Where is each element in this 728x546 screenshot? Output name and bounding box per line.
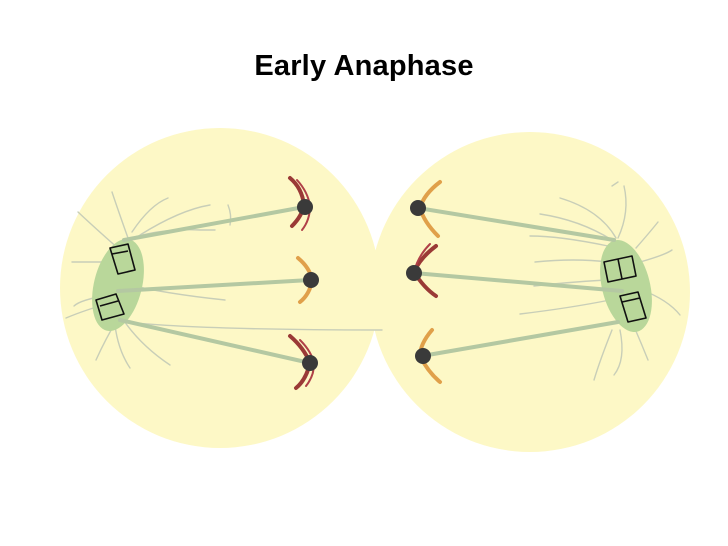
polar-fiber xyxy=(639,249,673,263)
kinetochore-fiber xyxy=(122,205,306,242)
centromere xyxy=(406,265,422,281)
spindle-poles xyxy=(92,239,652,332)
kinetochore-fiber xyxy=(416,206,616,242)
slide-title: Early Anaphase xyxy=(254,50,474,82)
polar-fiber xyxy=(227,204,232,226)
centriole-icon xyxy=(603,255,637,283)
centromere xyxy=(410,200,426,216)
kinetochore-fiber xyxy=(412,271,624,293)
polar-fiber xyxy=(613,329,623,376)
centriole-icon xyxy=(619,291,647,323)
polar-fiber xyxy=(131,197,169,233)
polar-fiber xyxy=(539,213,613,241)
polar-fiber xyxy=(593,329,613,381)
centriole-icon xyxy=(109,243,136,275)
polar-fiber xyxy=(611,181,619,187)
polar-fiber xyxy=(617,185,627,239)
centrioles xyxy=(95,243,647,323)
centriole-icon xyxy=(95,293,125,321)
polar-fiber xyxy=(139,204,211,236)
polar-fiber xyxy=(111,191,129,239)
polar-fiber xyxy=(529,235,609,247)
right-spindle-pole xyxy=(600,240,652,332)
polar-fiber xyxy=(559,197,617,239)
kinetochore-fibers xyxy=(116,205,624,365)
left-spindle-pole xyxy=(92,239,144,331)
polar-fiber xyxy=(519,299,611,315)
centromeres xyxy=(297,199,431,371)
polar-fiber xyxy=(635,221,659,249)
kinetochore-fiber xyxy=(118,318,312,365)
centromere xyxy=(303,272,319,288)
kinetochore-fiber xyxy=(420,320,620,358)
centromere xyxy=(302,355,318,371)
centromere xyxy=(297,199,313,215)
centromere xyxy=(415,348,431,364)
kinetochore-fiber xyxy=(116,278,312,293)
